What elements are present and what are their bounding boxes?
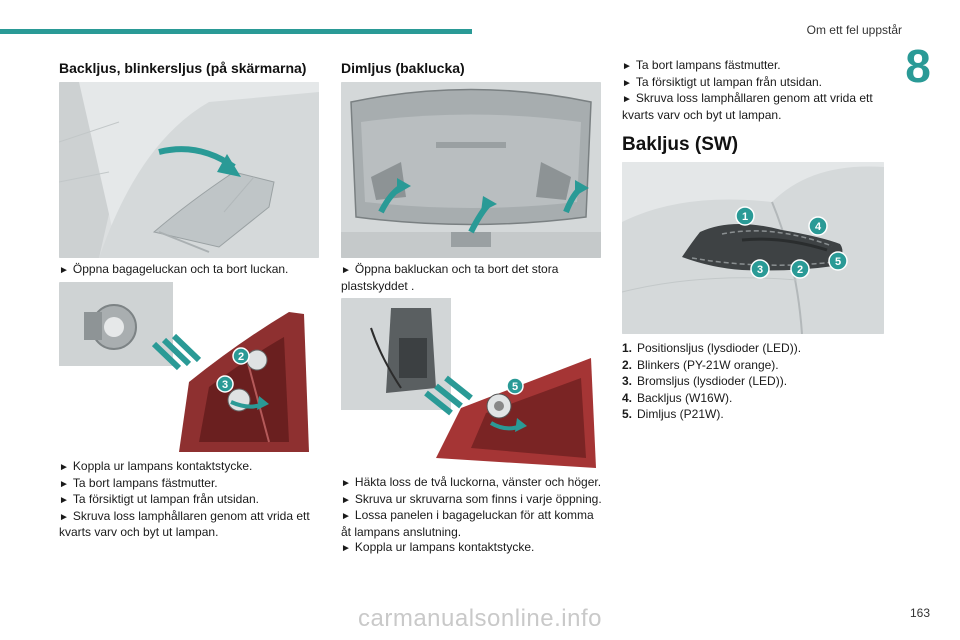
- arrow-marker-icon: ►: [341, 494, 351, 506]
- svg-text:3: 3: [757, 264, 763, 276]
- col3-step-item: ►Skruva loss lamphållaren genom att vrid…: [622, 91, 873, 122]
- legend-item: 3.Bromsljus (lysdioder (LED)).: [622, 374, 788, 389]
- illustration-side-lamp-unit: 2 3: [59, 282, 319, 454]
- svg-text:5: 5: [512, 381, 518, 393]
- arrow-marker-icon: ►: [59, 478, 69, 490]
- bulb-legend-list: 1.Positionsljus (lysdioder (LED)). 2.Bli…: [622, 340, 884, 423]
- svg-text:3: 3: [222, 379, 228, 391]
- legend-item: 5.Dimljus (P21W).: [622, 407, 724, 422]
- col2-steps: ►Häkta loss de två luckorna, vänster och…: [341, 475, 603, 557]
- arrow-marker-icon: ►: [59, 265, 69, 276]
- col2-step-item: ►Skruva ur skruvarna som finns i varje ö…: [341, 491, 602, 506]
- col1-step1: ►Öppna bagageluckan och ta bort luckan.: [59, 262, 289, 276]
- callout-5: 5: [828, 251, 848, 271]
- svg-text:2: 2: [238, 351, 244, 363]
- page-number: 163: [909, 606, 930, 620]
- callout-1: 1: [735, 206, 755, 226]
- legend-item: 4.Backljus (W16W).: [622, 390, 733, 405]
- col2-step-item: ►Koppla ur lampans kontaktstycke.: [341, 540, 535, 554]
- col2-step1: ►Öppna bakluckan och ta bort det stora p…: [341, 262, 559, 293]
- callout-5: 5: [506, 377, 524, 395]
- arrow-marker-icon: ►: [341, 478, 351, 489]
- col3-steps: ►Ta bort lampans fästmutter. ►Ta försikt…: [622, 58, 884, 123]
- illustration-tailgate-cover: [341, 82, 601, 258]
- watermark: carmanualsonline.info: [358, 605, 602, 632]
- section-title-rear-lights-sw: Bakljus (SW): [622, 134, 739, 155]
- col1-step-item: ►Ta bort lampans fästmutter.: [59, 475, 218, 490]
- svg-text:4: 4: [815, 221, 822, 233]
- callout-3: 3: [750, 259, 770, 279]
- col3-step-item: ►Ta försiktigt ut lampan från utsidan.: [622, 74, 822, 89]
- section-title-fog-lamp: Dimljus (baklucka): [341, 60, 465, 76]
- arrow-marker-icon: ►: [622, 77, 632, 89]
- section-title-reversing-lamp: Backljus, blinkersljus (på skärmarna): [59, 60, 307, 76]
- arrow-marker-icon: ►: [59, 495, 69, 506]
- col3-step-item: ►Ta bort lampans fästmutter.: [622, 58, 781, 72]
- col1-step-item: ►Skruva loss lamphållaren genom att vrid…: [59, 508, 310, 540]
- header-accent-bar: [0, 29, 472, 34]
- arrow-marker-icon: ►: [341, 543, 351, 554]
- running-head: Om ett fel uppstår: [806, 23, 902, 37]
- arrow-marker-icon: ►: [622, 94, 632, 105]
- arrow-marker-icon: ►: [341, 511, 351, 522]
- illustration-fog-lamp-unit: 5: [341, 298, 601, 470]
- illustration-boot-trim-flap: [59, 82, 319, 258]
- legend-item: 2.Blinkers (PY-21W orange).: [622, 357, 779, 372]
- callout-2: 2: [790, 259, 810, 279]
- callout-4: 4: [808, 216, 828, 236]
- svg-text:1: 1: [742, 211, 748, 223]
- callout-3: 3: [216, 375, 234, 393]
- callout-2: 2: [232, 347, 250, 365]
- svg-text:2: 2: [797, 264, 803, 276]
- svg-text:5: 5: [835, 256, 841, 268]
- arrow-marker-icon: ►: [59, 462, 69, 473]
- arrow-marker-icon: ►: [622, 61, 632, 72]
- col2-step-item: ►Häkta loss de två luckorna, vänster och…: [341, 475, 602, 489]
- col1-step-item: ►Koppla ur lampans kontaktstycke.: [59, 459, 253, 473]
- chapter-number: 8: [905, 40, 931, 92]
- illustration-rear-light-cluster: 1 4 3 2 5: [622, 162, 884, 334]
- arrow-marker-icon: ►: [341, 265, 351, 276]
- col2-step-item: ►Lossa panelen i bagageluckan för att ko…: [341, 508, 594, 539]
- col1-steps: ►Koppla ur lampans kontaktstycke. ►Ta bo…: [59, 459, 321, 541]
- arrow-marker-icon: ►: [59, 511, 69, 523]
- col1-step-item: ►Ta försiktigt ut lampan från utsidan.: [59, 492, 259, 506]
- legend-item: 1.Positionsljus (lysdioder (LED)).: [622, 341, 802, 355]
